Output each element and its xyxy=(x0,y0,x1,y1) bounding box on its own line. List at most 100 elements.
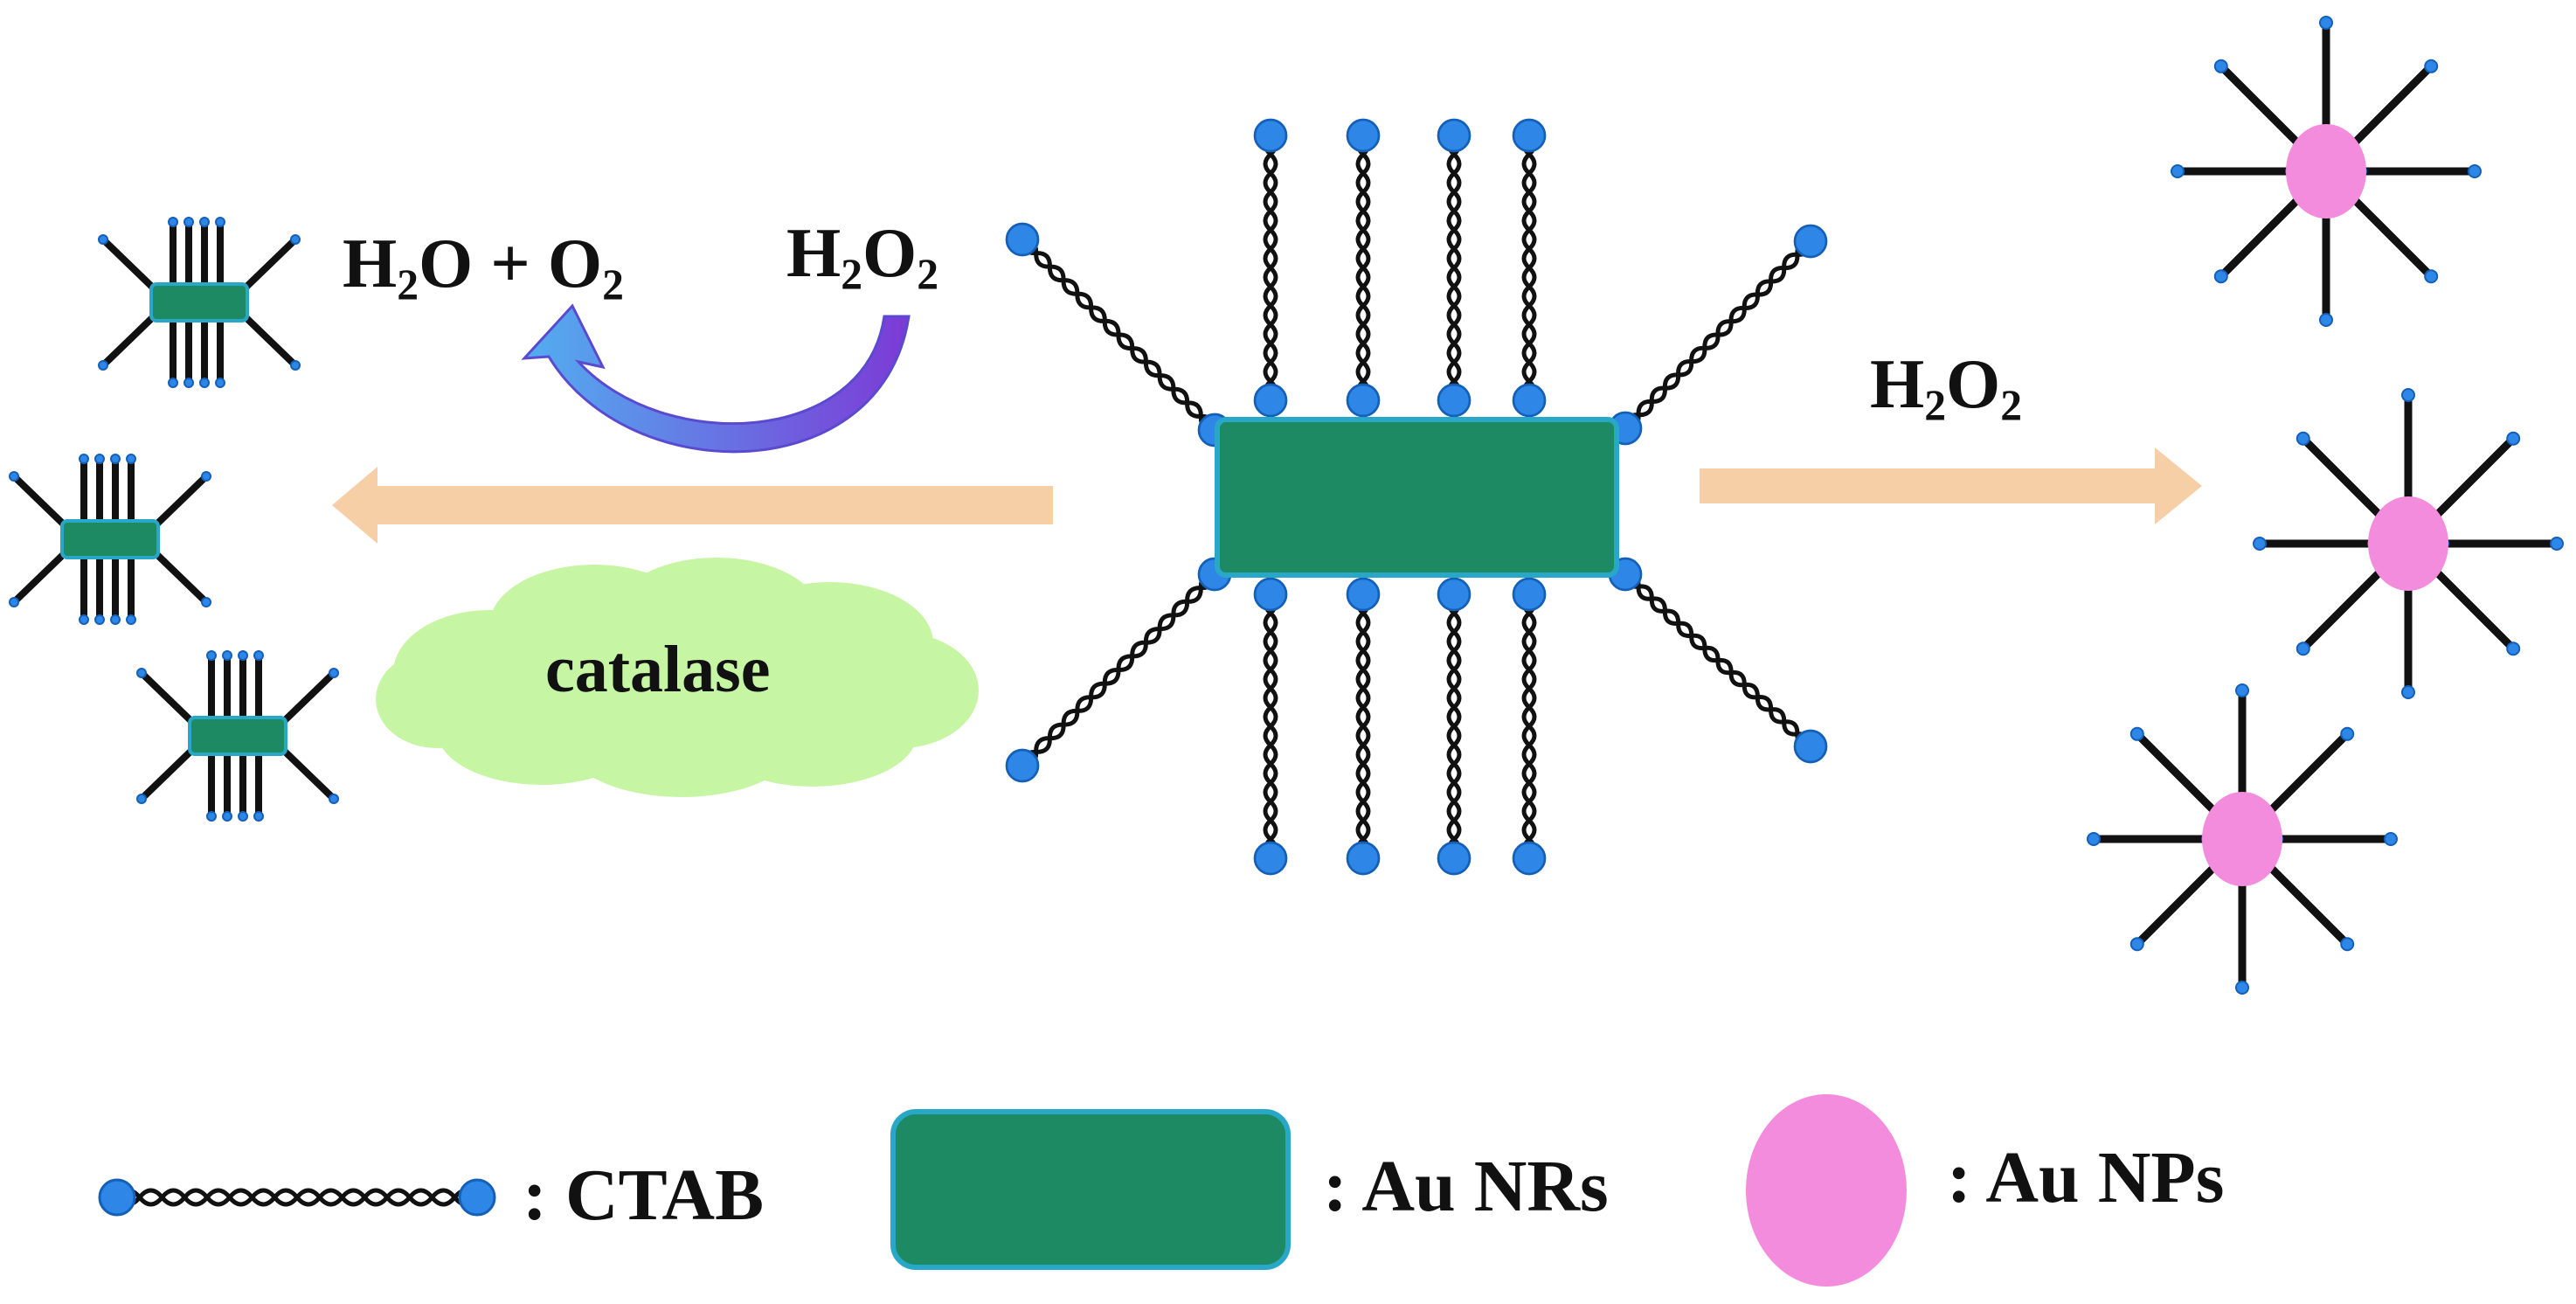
ctab-head xyxy=(110,614,121,625)
ctab-head xyxy=(2319,16,2333,30)
ctab-head xyxy=(2401,685,2415,699)
ctab-tail xyxy=(1446,593,1462,860)
ctab-head xyxy=(290,234,301,245)
ctab-head xyxy=(168,378,178,388)
ctab-head xyxy=(2319,313,2333,327)
ctab-head xyxy=(1512,383,1547,418)
label-catalase: catalase xyxy=(545,633,771,706)
ctab-head xyxy=(290,360,301,371)
nanoparticle-star-3 xyxy=(2087,683,2398,995)
ctab-head xyxy=(2213,59,2228,73)
ctab-head xyxy=(2129,937,2144,952)
ctab-head xyxy=(1346,383,1381,418)
ctab-head xyxy=(458,1178,496,1217)
ctab-head xyxy=(98,234,108,245)
h2o2-left-h: H xyxy=(786,215,841,292)
ctab-head xyxy=(238,811,248,822)
ctab-chain xyxy=(2218,193,2304,280)
ctab-chain xyxy=(2134,861,2220,947)
ctab-head xyxy=(253,811,264,822)
ctab-chain xyxy=(2348,63,2434,149)
ctab-head xyxy=(98,360,108,371)
label-h2o2-left: H2O2 xyxy=(786,218,938,295)
ctab-head xyxy=(1253,383,1288,418)
right-arrow xyxy=(1700,447,2202,524)
h2o2-left-sub1: 2 xyxy=(841,249,863,298)
ctab-chain xyxy=(240,237,298,293)
legend-au-nps-symbol xyxy=(1746,1094,1907,1287)
h2o2-right-h: H xyxy=(1870,346,1925,423)
ctab-head xyxy=(2401,388,2415,402)
ctab-head xyxy=(2171,164,2185,178)
ctab-chain xyxy=(2300,565,2386,652)
ctab-head xyxy=(222,650,232,661)
ctab-chain xyxy=(2348,193,2434,280)
curved-reaction-arrow xyxy=(521,303,911,454)
label-h2o2-right: H2O2 xyxy=(1870,350,2022,427)
o2-subscript: 2 xyxy=(602,260,624,309)
ctab-head xyxy=(1512,577,1547,612)
ctab-head xyxy=(329,668,339,678)
nanoparticle-star-2 xyxy=(2253,388,2564,699)
ctab-tail xyxy=(1021,237,1215,433)
left-arrow xyxy=(332,467,1053,544)
ctab-head xyxy=(329,794,339,804)
central-coated-nanorod xyxy=(1005,118,1828,876)
ctab-head xyxy=(1437,118,1472,153)
ctab-chain xyxy=(2430,565,2517,652)
ctab-head xyxy=(168,217,178,227)
ctab-head xyxy=(2129,726,2144,741)
ctab-head xyxy=(1346,841,1381,876)
ctab-tail xyxy=(115,1188,479,1207)
ctab-head xyxy=(126,454,136,464)
legend-ctab-symbol xyxy=(98,1178,496,1217)
catalase-cloud xyxy=(376,558,979,797)
ctab-head xyxy=(1005,222,1040,257)
ctab-head xyxy=(1253,841,1288,876)
nanoparticle-body xyxy=(2202,792,2282,886)
ctab-chain xyxy=(2300,435,2386,522)
ctab-head xyxy=(201,597,211,607)
ctab-head xyxy=(2340,726,2355,741)
ctab-chain xyxy=(240,312,298,368)
ctab-head xyxy=(1437,841,1472,876)
ctab-head xyxy=(215,378,225,388)
ctab-head xyxy=(2384,832,2398,846)
ctab-head xyxy=(98,1178,136,1217)
h2o2-left-sub2: 2 xyxy=(917,249,939,298)
ctab-chain xyxy=(100,312,158,368)
arrow-shape xyxy=(1700,447,2202,524)
ctab-head xyxy=(2235,683,2249,697)
legend-au-nps-label: : Au NPs xyxy=(1947,1137,2225,1218)
ctab-head xyxy=(94,454,105,464)
ctab-head xyxy=(2087,832,2101,846)
ctab-tail xyxy=(1446,134,1462,402)
ctab-tail xyxy=(1624,572,1811,749)
cloud-lobe xyxy=(489,603,839,760)
ctab-head xyxy=(136,794,147,804)
ctab-head xyxy=(253,650,264,661)
arrow-shape xyxy=(332,467,1053,544)
h2o-subscript: 2 xyxy=(397,260,419,309)
ctab-head xyxy=(1793,729,1828,764)
ctab-head xyxy=(1437,383,1472,418)
ctab-head xyxy=(1512,118,1547,153)
h2o2-right-sub1: 2 xyxy=(1924,380,1947,429)
ctab-chain xyxy=(279,670,336,726)
ctab-head xyxy=(2340,937,2355,952)
label-h2o-plus-o2: H2O + O2 xyxy=(343,229,624,306)
ctab-head xyxy=(184,378,194,388)
ctab-chain xyxy=(151,474,209,530)
ctab-head xyxy=(222,811,232,822)
ctab-head xyxy=(206,650,217,661)
ctab-head xyxy=(215,217,225,227)
ctab-head xyxy=(199,217,210,227)
ctab-head xyxy=(94,614,105,625)
ctab-chain xyxy=(139,746,197,801)
ctab-head xyxy=(184,217,194,227)
ctab-head xyxy=(2424,59,2439,73)
small-rod-body xyxy=(188,716,287,756)
small-nanorod-2 xyxy=(9,454,211,625)
ctab-chain xyxy=(2430,435,2517,522)
ctab-head xyxy=(1346,118,1381,153)
